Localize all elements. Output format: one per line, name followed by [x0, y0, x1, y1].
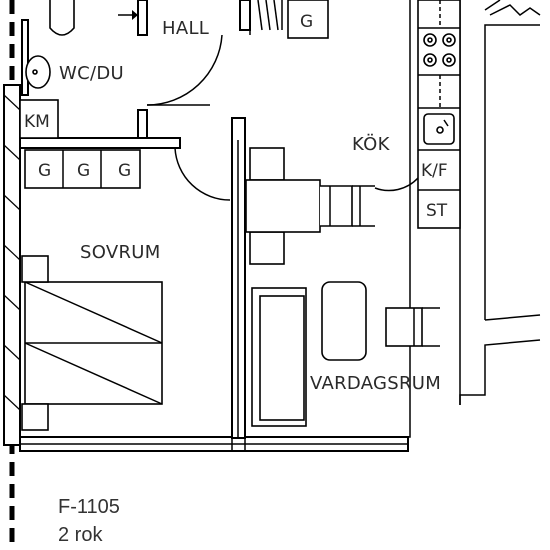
room-label-vardagsrum: VARDAGSRUM: [310, 373, 441, 394]
dining-table: [245, 147, 375, 265]
wardrobe-label-3: G: [118, 161, 131, 181]
armchair: [385, 307, 440, 347]
plan-type: 2 rok: [58, 524, 103, 546]
hall-wardrobe-label: G: [300, 12, 313, 32]
toilet-icon: [25, 55, 51, 89]
room-label-km: KM: [24, 112, 50, 132]
coffee-table: [321, 281, 367, 361]
room-label-hall: HALL: [162, 18, 209, 39]
stove-icon: [423, 33, 456, 67]
wardrobe-label-1: G: [38, 161, 51, 181]
room-label-kok: KÖK: [352, 133, 391, 155]
entrance-marker-icon: [118, 10, 138, 20]
left-exterior-wall: [3, 84, 21, 446]
room-label-st: ST: [426, 201, 448, 221]
room-label-wc: WC/DU: [59, 63, 124, 84]
bottom-exterior-wall: [19, 436, 409, 452]
room-label-kf: K/F: [421, 161, 448, 181]
bedroom-wardrobes: [24, 149, 141, 189]
bedroom-door-swing: [174, 147, 231, 201]
interior-walls: [19, 0, 283, 439]
kitchen-door-swing: [374, 177, 419, 192]
wardrobe-label-2: G: [77, 161, 90, 181]
sink-icon: [423, 113, 455, 145]
plan-code: F-1105: [58, 496, 120, 518]
sofa: [251, 287, 307, 427]
double-bed: [21, 255, 163, 431]
room-label-sovrum: SOVRUM: [80, 242, 161, 263]
hall-wardrobe: [287, 0, 329, 39]
hall-door-swing: [146, 34, 223, 106]
basin-icon: [49, 0, 75, 36]
